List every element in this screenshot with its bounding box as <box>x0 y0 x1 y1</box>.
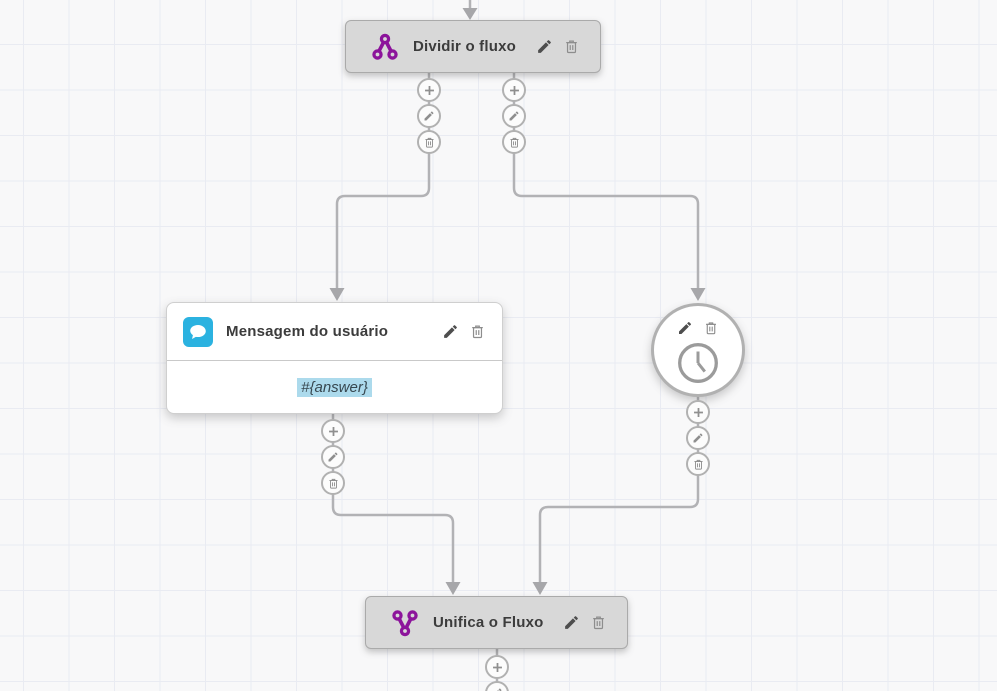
connector-timer-to-merge <box>538 396 700 583</box>
pencil-icon <box>442 323 459 340</box>
plus-icon <box>692 406 705 419</box>
trash-icon <box>563 38 580 55</box>
pencil-icon <box>491 687 503 691</box>
delete-connection-button[interactable] <box>417 130 441 154</box>
pencil-icon <box>692 432 704 444</box>
trash-icon <box>590 614 607 631</box>
delete-node-button[interactable] <box>469 323 486 340</box>
node-timer[interactable] <box>651 303 745 397</box>
add-connection-button[interactable] <box>485 655 509 679</box>
edit-connection-button[interactable] <box>502 104 526 128</box>
pencil-icon <box>536 38 553 55</box>
add-connection-button[interactable] <box>417 78 441 102</box>
pencil-icon <box>677 320 693 336</box>
pencil-icon <box>423 110 435 122</box>
add-connection-button[interactable] <box>502 78 526 102</box>
trash-icon <box>327 477 340 490</box>
plus-icon <box>327 425 340 438</box>
delete-node-button[interactable] <box>563 38 580 55</box>
message-variable-value: #{answer} <box>297 377 372 397</box>
pencil-icon <box>563 614 580 631</box>
clock-icon <box>676 341 720 385</box>
pencil-icon <box>327 451 339 463</box>
add-connection-button[interactable] <box>321 419 345 443</box>
plus-icon <box>423 84 436 97</box>
trash-icon <box>692 458 705 471</box>
arrowhead-message <box>329 288 345 301</box>
delete-node-button[interactable] <box>703 320 719 336</box>
node-title: Unifica o Fluxo <box>433 614 544 631</box>
node-title: Mensagem do usuário <box>226 323 389 340</box>
arrowhead-merge-left <box>445 582 461 595</box>
plus-icon <box>508 84 521 97</box>
pencil-icon <box>508 110 520 122</box>
plus-icon <box>491 661 504 674</box>
arrowhead-timer <box>690 288 706 301</box>
edit-node-button[interactable] <box>442 323 459 340</box>
trash-icon <box>703 320 719 336</box>
trash-icon <box>508 136 521 149</box>
delete-connection-button[interactable] <box>321 471 345 495</box>
split-flow-icon <box>370 32 400 62</box>
connector-split-to-timer <box>512 73 700 289</box>
node-user-message[interactable]: Mensagem do usuário #{answer} <box>166 302 503 414</box>
delete-connection-button[interactable] <box>686 452 710 476</box>
node-merge-flow[interactable]: Unifica o Fluxo <box>365 596 628 649</box>
arrowhead-merge-right <box>532 582 548 595</box>
delete-node-button[interactable] <box>590 614 607 631</box>
edit-node-button[interactable] <box>677 320 693 336</box>
node-split-flow[interactable]: Dividir o fluxo <box>345 20 601 73</box>
edit-node-button[interactable] <box>536 38 553 55</box>
delete-connection-button[interactable] <box>502 130 526 154</box>
edit-connection-button[interactable] <box>321 445 345 469</box>
edit-connection-button[interactable] <box>417 104 441 128</box>
add-connection-button[interactable] <box>686 400 710 424</box>
node-title: Dividir o fluxo <box>413 38 517 55</box>
connector-message-to-merge <box>331 414 455 583</box>
edit-connection-button[interactable] <box>686 426 710 450</box>
chat-bubble-icon <box>183 316 213 347</box>
trash-icon <box>423 136 436 149</box>
merge-flow-icon <box>390 608 420 638</box>
edit-node-button[interactable] <box>563 614 580 631</box>
arrowhead-entry <box>462 8 478 20</box>
connector-split-to-message <box>335 73 431 289</box>
trash-icon <box>469 323 486 340</box>
